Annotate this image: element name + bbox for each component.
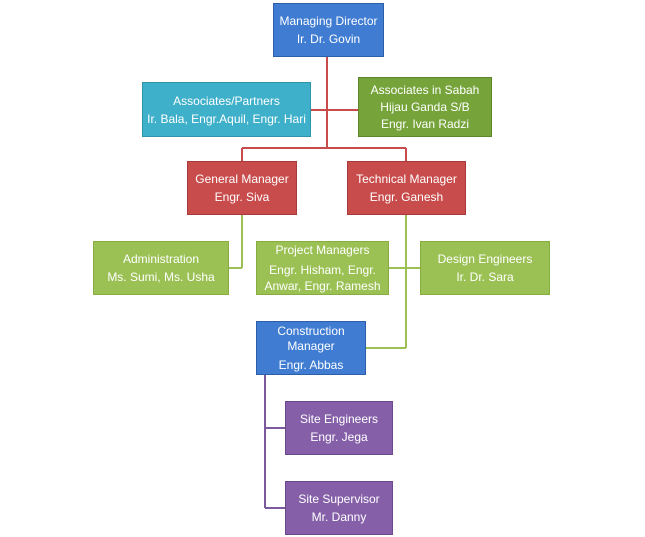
- general-manager-name: Engr. Siva: [214, 190, 270, 204]
- associates-sabah-name: Engr. Ivan Radzi: [380, 116, 470, 131]
- general-manager-box: General Manager Engr. Siva: [187, 161, 297, 215]
- site-engineers-title: Site Engineers: [299, 412, 379, 426]
- administration-box: Administration Ms. Sumi, Ms. Usha: [93, 241, 229, 295]
- purple-connectors: [264, 375, 285, 509]
- site-supervisor-title: Site Supervisor: [298, 492, 380, 506]
- administration-title: Administration: [122, 252, 200, 266]
- site-supervisor-box: Site Supervisor Mr. Danny: [285, 481, 393, 535]
- managing-director-box: Managing Director Ir. Dr. Govin: [273, 3, 384, 57]
- general-manager-title: General Manager: [195, 172, 289, 186]
- site-supervisor-name: Mr. Danny: [311, 510, 367, 524]
- construction-manager-title-line2: Manager: [287, 338, 335, 353]
- associates-partners-names: Ir. Bala, Engr.Aquil, Engr. Hari: [147, 111, 306, 126]
- construction-manager-box: Construction Manager Engr. Abbas: [256, 321, 366, 375]
- design-engineers-name: Ir. Dr. Sara: [456, 270, 514, 284]
- technical-manager-title: Technical Manager: [356, 172, 457, 186]
- red-connectors: [241, 57, 407, 161]
- project-managers-box: Project Managers Engr. Hisham, Engr. Anw…: [256, 241, 389, 295]
- associates-sabah-title: Associates in Sabah: [370, 82, 480, 97]
- project-managers-names-line1: Engr. Hisham, Engr.: [269, 263, 376, 277]
- technical-manager-name: Engr. Ganesh: [369, 190, 444, 204]
- associates-sabah-company: Hijau Ganda S/B: [380, 99, 470, 114]
- administration-names: Ms. Sumi, Ms. Usha: [107, 270, 215, 284]
- managing-director-name: Ir. Dr. Govin: [296, 32, 361, 46]
- technical-manager-box: Technical Manager Engr. Ganesh: [347, 161, 466, 215]
- associates-sabah-box: Associates in Sabah Hijau Ganda S/B Engr…: [358, 77, 492, 137]
- site-engineers-name: Engr. Jega: [310, 430, 368, 444]
- associates-partners-title: Associates/Partners: [173, 93, 280, 108]
- managing-director-title: Managing Director: [279, 14, 378, 28]
- design-engineers-box: Design Engineers Ir. Dr. Sara: [420, 241, 550, 295]
- site-engineers-box: Site Engineers Engr. Jega: [285, 401, 393, 455]
- design-engineers-title: Design Engineers: [437, 252, 533, 266]
- construction-manager-name: Engr. Abbas: [278, 357, 344, 372]
- associates-partners-box: Associates/Partners Ir. Bala, Engr.Aquil…: [142, 82, 311, 137]
- project-managers-title: Project Managers: [275, 243, 370, 257]
- green-connectors: [229, 215, 420, 349]
- project-managers-names-line2: Anwar, Engr. Ramesh: [264, 279, 381, 293]
- construction-manager-title-line1: Construction: [277, 323, 345, 338]
